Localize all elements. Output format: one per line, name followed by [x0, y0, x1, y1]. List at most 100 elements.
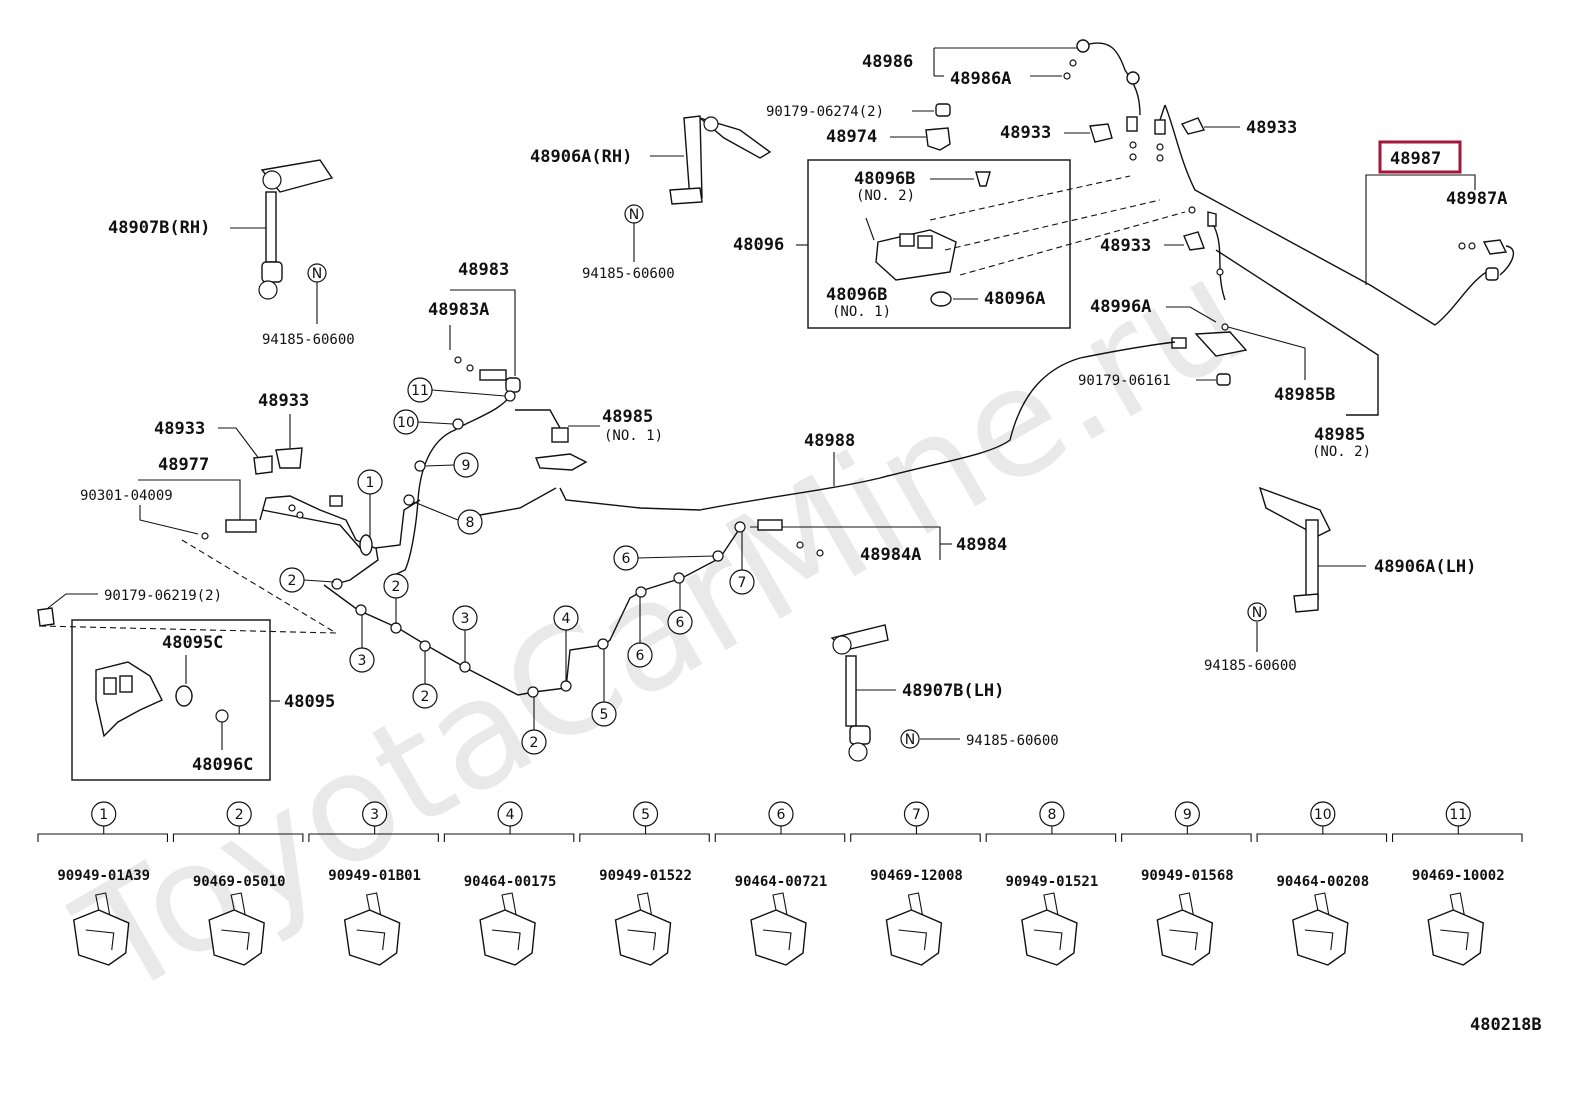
svg-text:11: 11 [411, 383, 429, 399]
svg-text:48987A: 48987A [1446, 189, 1507, 209]
svg-text:3: 3 [461, 611, 470, 627]
svg-text:8: 8 [466, 515, 475, 531]
clip-number-circle [226, 801, 252, 827]
svg-text:90179-06274(2): 90179-06274(2) [766, 104, 884, 120]
svg-text:48907B(RH): 48907B(RH) [108, 218, 210, 238]
svg-text:48983: 48983 [458, 260, 509, 280]
clip-number: 5 [641, 807, 650, 823]
svg-text:N: N [312, 266, 322, 282]
svg-text:N: N [905, 732, 915, 748]
clip-drawing [208, 909, 265, 966]
callout-48986: 48986 48986A [862, 47, 1085, 89]
clip-number-circle [1445, 801, 1471, 827]
clip-entry[interactable]: 7 90469-12008 [850, 801, 981, 966]
clip-drawing [885, 909, 943, 966]
clip-part-number: 90464-00721 [735, 874, 828, 890]
svg-text:48096: 48096 [733, 235, 784, 255]
svg-text:48986: 48986 [862, 52, 913, 72]
svg-text:48988: 48988 [804, 431, 855, 451]
highlight-box-48987 [1378, 140, 1462, 174]
svg-text:48096B: 48096B [854, 169, 915, 189]
svg-text:48983A: 48983A [428, 300, 489, 320]
svg-text:90179-06161: 90179-06161 [1078, 373, 1171, 389]
svg-text:48096A: 48096A [984, 289, 1045, 309]
svg-text:48974: 48974 [826, 127, 877, 147]
svg-text:4: 4 [562, 611, 571, 627]
svg-text:48933: 48933 [1100, 236, 1151, 256]
svg-text:2: 2 [288, 573, 297, 589]
clip-part-number: 90469-12008 [870, 868, 963, 884]
clip-number: 1 [99, 807, 108, 823]
svg-text:90301-04009: 90301-04009 [80, 488, 173, 504]
clip-number: 10 [1314, 807, 1332, 823]
clip-number: 9 [1183, 807, 1192, 823]
clip-part-number: 90949-01B01 [328, 868, 421, 884]
clip-drawing [343, 909, 401, 966]
svg-text:2: 2 [421, 689, 430, 705]
svg-text:10: 10 [397, 415, 415, 431]
svg-text:48096C: 48096C [192, 755, 253, 775]
svg-text:2: 2 [530, 735, 539, 751]
clip-number-circle [497, 801, 523, 827]
clip-entry[interactable]: 9 90949-01568 [1121, 801, 1252, 966]
svg-text:5: 5 [600, 707, 609, 723]
svg-text:94185-60600: 94185-60600 [582, 266, 675, 282]
clip-entry[interactable]: 1 90949-01A39 [37, 801, 169, 966]
clip-drawing [1156, 909, 1214, 966]
svg-text:9: 9 [462, 458, 471, 474]
sensor-48983 [479, 369, 507, 381]
svg-text:(NO. 1): (NO. 1) [604, 428, 663, 444]
clip-drawing [1021, 909, 1078, 966]
clip-number-circle [768, 801, 794, 827]
clip-number-circle [1310, 801, 1336, 827]
svg-text:48906A(RH): 48906A(RH) [530, 147, 632, 167]
svg-text:48985: 48985 [602, 407, 653, 427]
clip-number: 11 [1449, 807, 1467, 823]
clip-number: 7 [912, 807, 921, 823]
svg-text:48984A: 48984A [860, 545, 921, 565]
clip-number: 8 [1047, 807, 1056, 823]
pipe-lower [323, 527, 741, 696]
clip-number-circle [1039, 801, 1065, 827]
clip-48933-a [1089, 123, 1113, 143]
svg-text:6: 6 [636, 648, 645, 664]
clip-part-number: 90949-01A39 [57, 868, 150, 884]
svg-text:48986A: 48986A [950, 69, 1011, 89]
nut-90179-06274 [935, 103, 951, 117]
link-48906A-LH: 48906A(LH) [1258, 486, 1476, 613]
svg-text:3: 3 [358, 653, 367, 669]
clip-number: 2 [235, 807, 244, 823]
svg-text:94185-60600: 94185-60600 [966, 733, 1059, 749]
clip-drawing [72, 909, 130, 966]
sensor-48977 [225, 519, 257, 533]
link-48906A-RH: 48906A(RH) [530, 115, 772, 205]
clip-part-number: 90464-00175 [464, 874, 557, 890]
box-48095 [71, 619, 271, 781]
svg-text:48933: 48933 [258, 391, 309, 411]
svg-text:48096B: 48096B [826, 285, 887, 305]
label-48987[interactable]: 48987 [1390, 149, 1441, 169]
svg-text:1: 1 [366, 475, 375, 491]
clip-part-number: 90949-01568 [1141, 868, 1234, 884]
svg-text:94185-60600: 94185-60600 [1204, 658, 1297, 674]
sensor-48095 [95, 661, 163, 738]
svg-text:48985: 48985 [1314, 425, 1365, 445]
svg-text:48933: 48933 [1000, 123, 1051, 143]
link-48907B-LH: 48907B(LH) [830, 624, 1004, 762]
svg-text:N: N [1252, 605, 1262, 621]
svg-text:48907B(LH): 48907B(LH) [902, 681, 1004, 701]
clip-drawing [1427, 909, 1485, 966]
svg-text:6: 6 [622, 551, 631, 567]
clip-48933-b [1180, 117, 1206, 135]
clip-drawing [1292, 909, 1349, 966]
svg-text:48095: 48095 [284, 692, 335, 712]
